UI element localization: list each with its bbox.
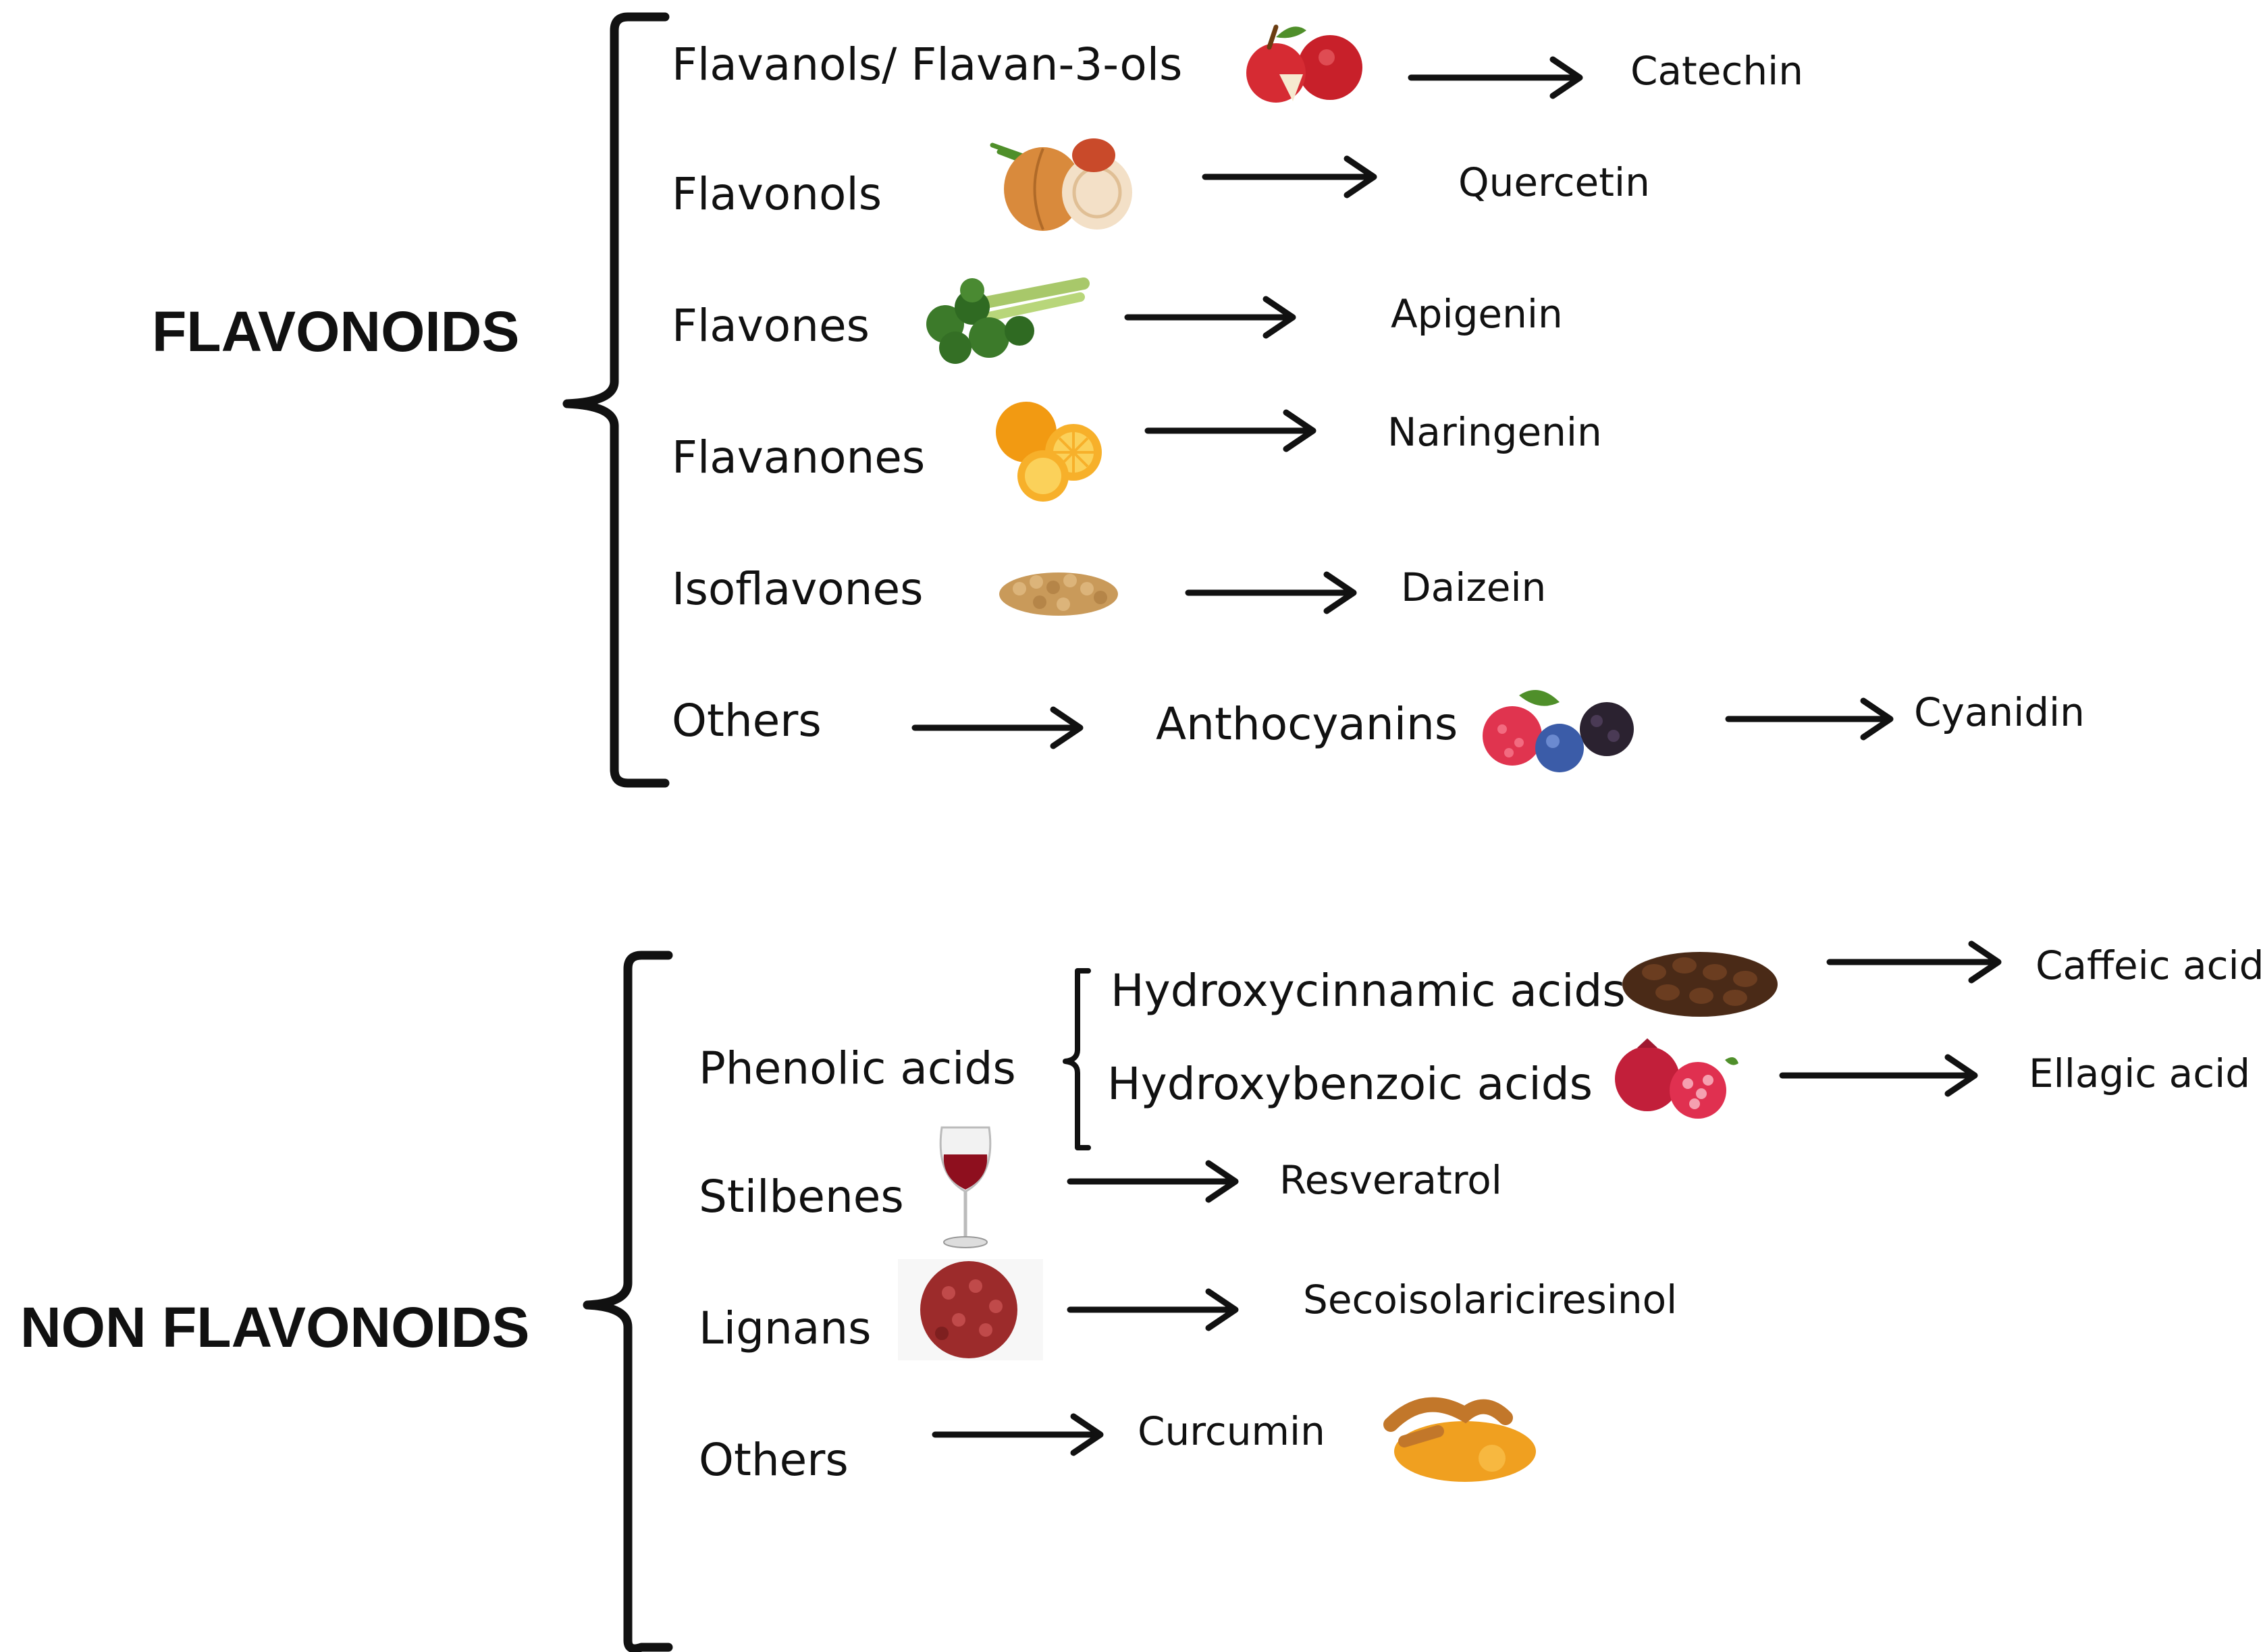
flaxseed-icon	[898, 1259, 1043, 1360]
arrow-flavonols	[1202, 155, 1377, 198]
flavones-row: Flavones Apigenin	[672, 277, 1563, 364]
orange-icon	[996, 402, 1102, 502]
arrow-anthocyanins	[1725, 697, 1894, 741]
arrow-hydroxybenzoic	[1779, 1054, 1978, 1097]
coffee-beans-icon	[1622, 952, 1778, 1017]
hydroxycinnamic-row: Hydroxycinnamic acids Caffeic acid	[1111, 940, 2261, 1017]
arrow-stilbenes	[1067, 1160, 1239, 1203]
compound-ellagic-acid: Ellagic acid	[2029, 1050, 2250, 1096]
red-wine-glass-icon	[939, 1126, 992, 1248]
phenolic-acids-brace	[1063, 968, 1091, 1150]
hydroxybenzoic-row: Hydroxybenzoic acids Ellagic acid	[1107, 1038, 2250, 1119]
compound-caffeic-acid: Caffeic acid	[2036, 942, 2261, 988]
onion-icon	[990, 138, 1132, 231]
class-label-flavones: Flavones	[672, 300, 870, 352]
class-label-flavonols: Flavonols	[672, 168, 882, 220]
class-label-phenolic-acids: Phenolic acids	[699, 1042, 1016, 1094]
compound-apigenin: Apigenin	[1391, 291, 1563, 337]
flavonols-row: Flavonols Quercetin	[672, 138, 1650, 231]
flavonoids-section: FLAVONOIDS Flavanols/ Flavan-3-ols Catec…	[152, 12, 2085, 788]
subclass-label-anthocyanins: Anthocyanins	[1156, 698, 1458, 750]
class-label-non-flavonoid-others: Others	[699, 1434, 849, 1486]
subclass-label-hydroxybenzoic: Hydroxybenzoic acids	[1107, 1058, 1593, 1110]
lignans-row: Lignans Secoisolariciresinol	[699, 1259, 1677, 1360]
soybeans-icon	[999, 572, 1118, 616]
flavanols-row: Flavanols/ Flavan-3-ols Catechin	[672, 24, 1803, 103]
compound-cyanidin: Cyanidin	[1914, 689, 2085, 735]
compound-quercetin: Quercetin	[1458, 159, 1650, 205]
class-label-lignans: Lignans	[699, 1302, 872, 1354]
class-label-flavanones: Flavanones	[672, 431, 925, 483]
non-flavonoids-brace	[583, 951, 673, 1652]
non-flavonoids-section: NON FLAVONOIDS Phenolic acids Hydroxycin…	[20, 940, 2261, 1652]
flavanones-row: Flavanones Naringenin	[672, 402, 1602, 502]
pomegranate-icon	[1615, 1038, 1738, 1119]
parsley-celery-icon	[926, 277, 1090, 364]
non-flavonoids-title: NON FLAVONOIDS	[20, 1296, 529, 1359]
class-label-stilbenes: Stilbenes	[699, 1171, 904, 1223]
turmeric-icon	[1383, 1397, 1536, 1482]
compound-naringenin: Naringenin	[1387, 409, 1602, 455]
compound-curcumin: Curcumin	[1138, 1408, 1325, 1454]
flavonoids-brace	[562, 12, 670, 788]
compound-resveratrol: Resveratrol	[1279, 1157, 1502, 1203]
isoflavones-row: Isoflavones Daizein	[672, 563, 1546, 616]
arrow-hydroxycinnamic	[1826, 940, 2002, 984]
non-flavonoids-others-row: Others Curcumin	[699, 1397, 1536, 1486]
arrow-flavanols	[1408, 56, 1583, 99]
flavonoids-others-row: Others Anthocyanins	[672, 689, 2085, 772]
compound-secoisolariciresinol: Secoisolariciresinol	[1303, 1277, 1677, 1323]
arrow-others-to-anthocyanins	[911, 706, 1084, 749]
phenolic-acids-row: Phenolic acids Hydroxycinnamic acids	[699, 940, 2261, 1150]
compound-daizein: Daizein	[1401, 564, 1546, 610]
compound-catechin: Catechin	[1630, 48, 1803, 94]
subclass-label-hydroxycinnamic: Hydroxycinnamic acids	[1111, 965, 1626, 1017]
arrow-others-to-curcumin	[932, 1413, 1104, 1456]
arrow-isoflavones	[1185, 571, 1357, 614]
berries-icon	[1483, 690, 1634, 772]
arrow-lignans	[1067, 1288, 1239, 1331]
stilbenes-row: Stilbenes Resveratrol	[699, 1126, 1502, 1248]
arrow-flavanones	[1144, 409, 1316, 452]
class-label-flavonoid-others: Others	[672, 695, 822, 747]
class-label-isoflavones: Isoflavones	[672, 563, 924, 615]
flavonoids-title: FLAVONOIDS	[152, 300, 519, 363]
apple-icon	[1246, 24, 1362, 103]
class-label-flavanols: Flavanols/ Flavan-3-ols	[672, 38, 1182, 90]
arrow-flavones	[1124, 296, 1296, 339]
